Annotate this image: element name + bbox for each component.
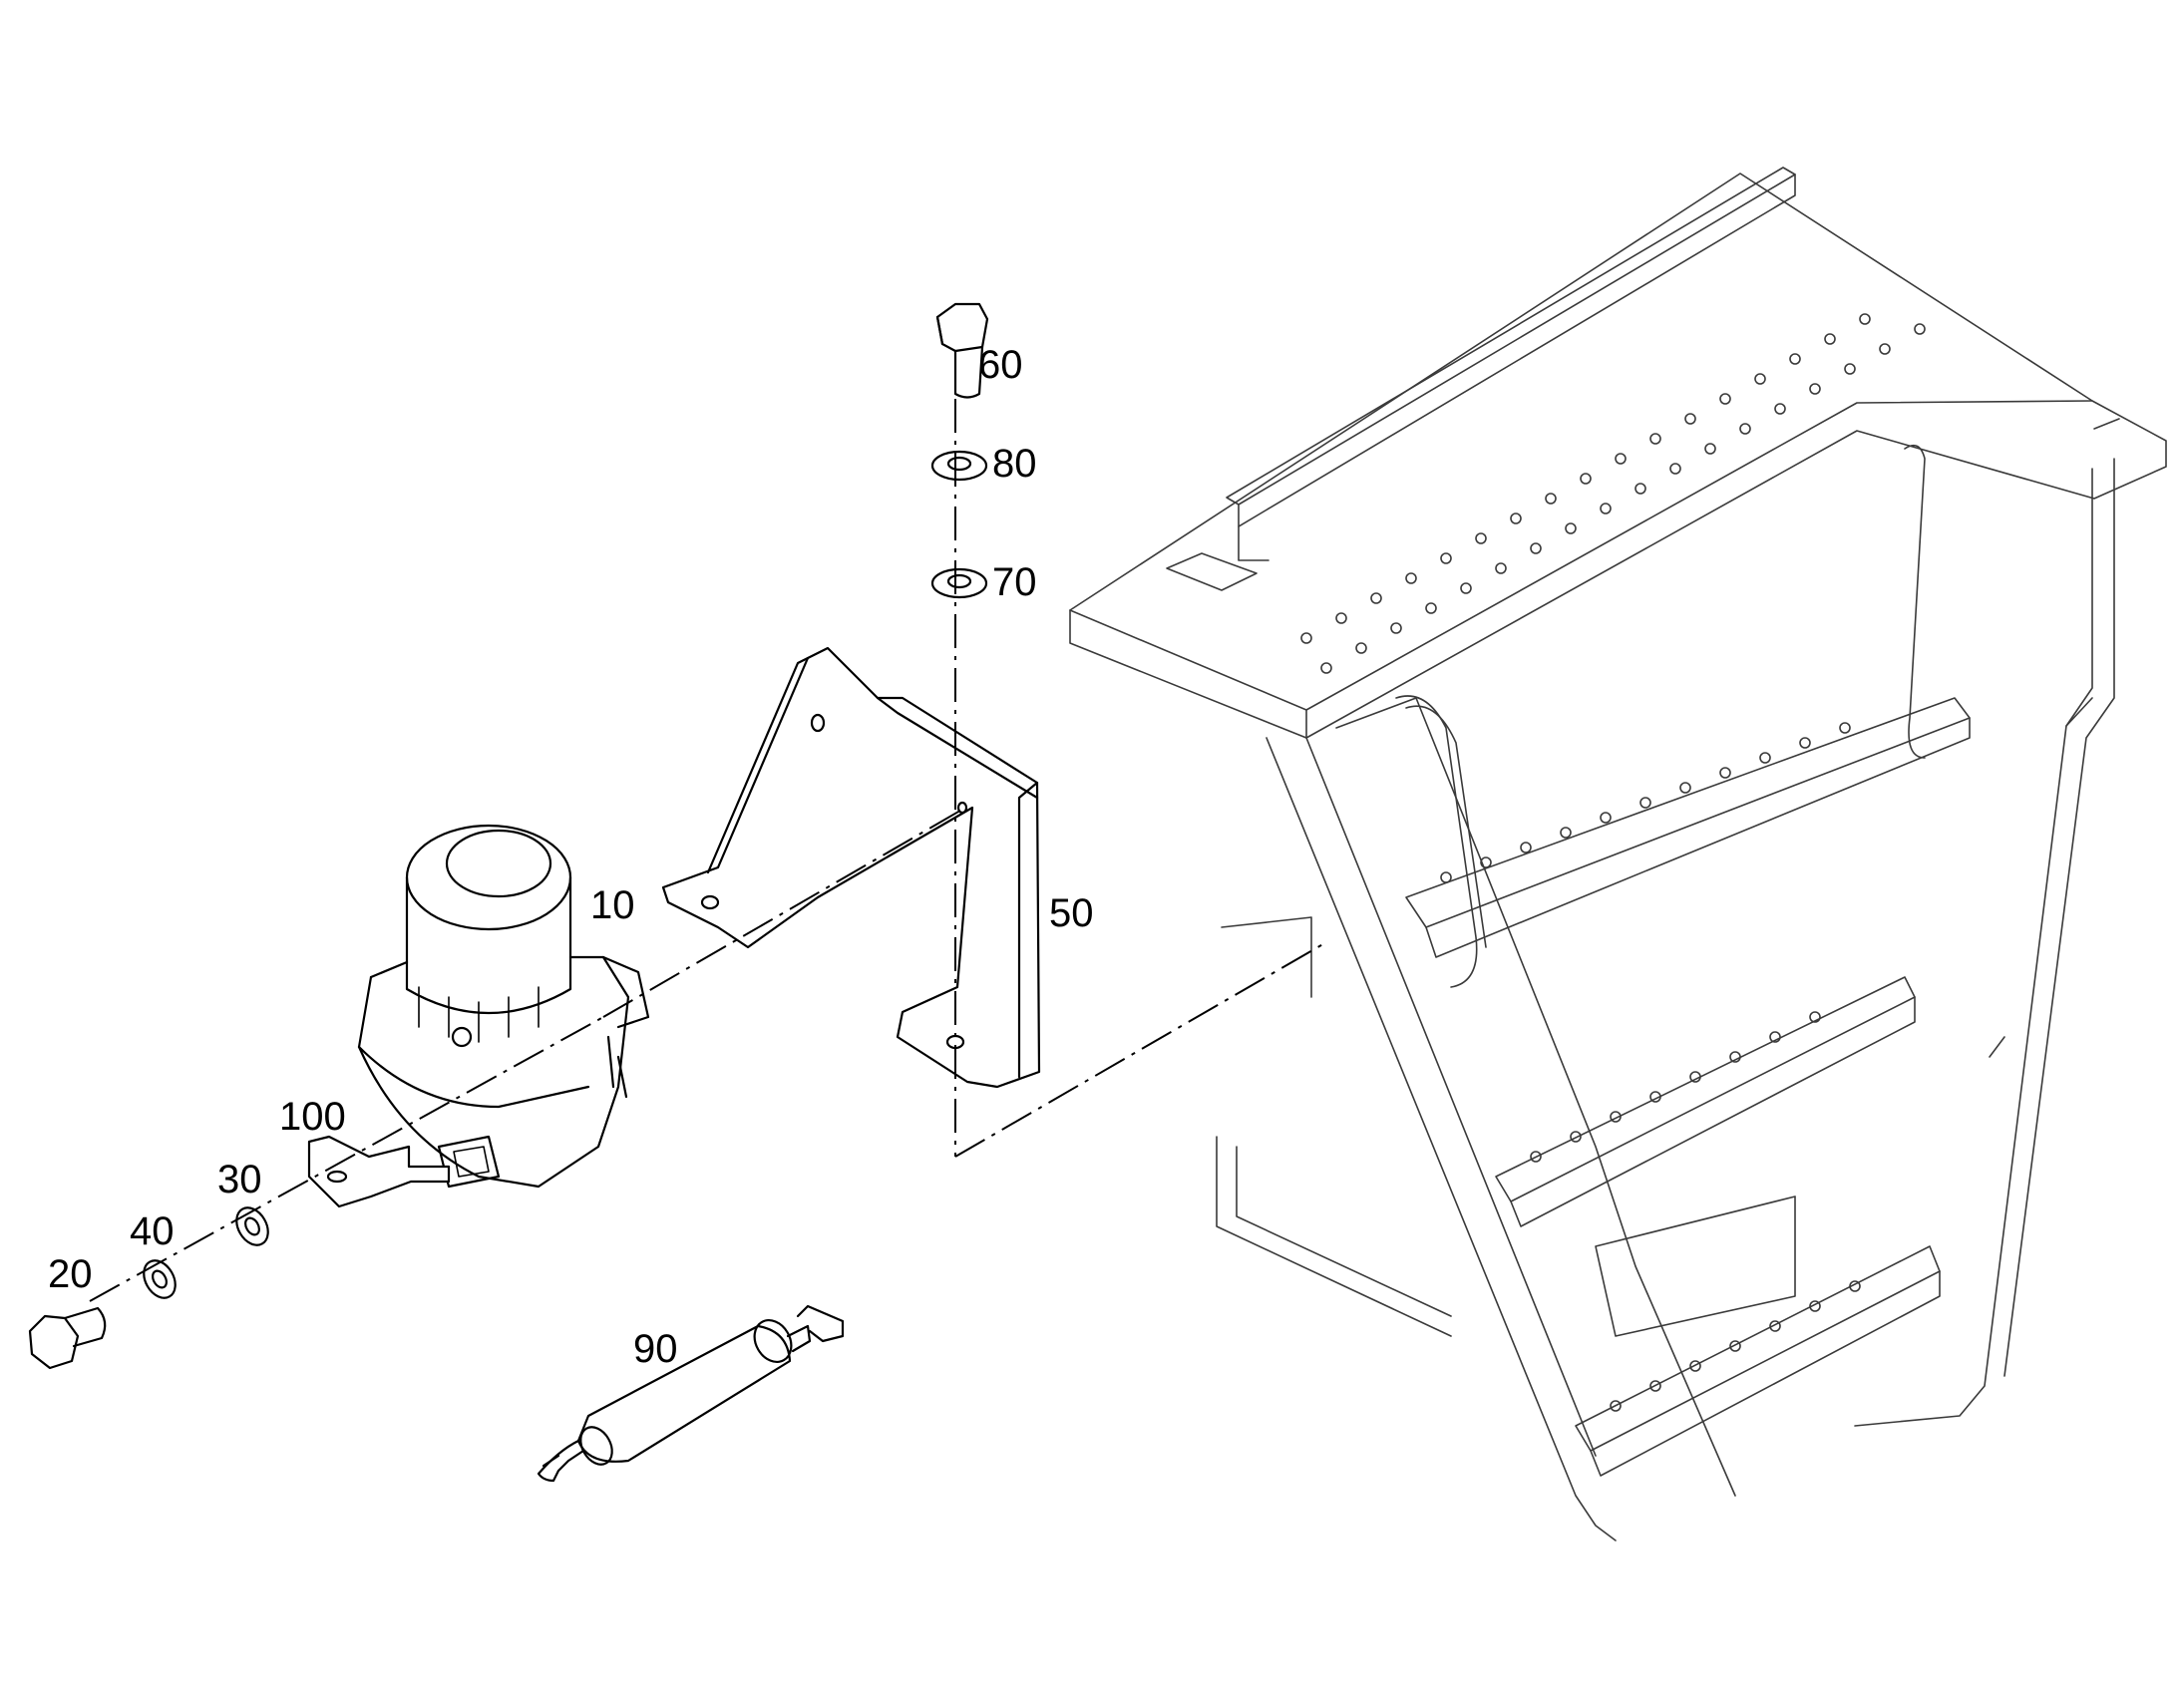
washer-80 bbox=[930, 450, 988, 482]
assembly-center-lines bbox=[89, 399, 1327, 1302]
washer-40 bbox=[143, 1259, 177, 1299]
clip-100 bbox=[307, 1135, 451, 1208]
washer-30 bbox=[235, 1206, 269, 1246]
callout-10: 10 bbox=[590, 883, 635, 927]
callout-100: 100 bbox=[279, 1095, 346, 1139]
washer-70 bbox=[930, 567, 988, 599]
step-ladder-assembly bbox=[1069, 167, 2167, 1541]
pump-assembly-10 bbox=[357, 824, 650, 1189]
callout-70: 70 bbox=[992, 560, 1037, 604]
bracket-50 bbox=[661, 646, 1041, 1089]
callout-40: 40 bbox=[130, 1209, 175, 1253]
callout-60: 60 bbox=[978, 343, 1023, 387]
callout-20: 20 bbox=[48, 1252, 93, 1296]
bolt-20 bbox=[28, 1306, 107, 1370]
callout-90: 90 bbox=[633, 1327, 678, 1371]
grease-gun-90 bbox=[537, 1304, 845, 1483]
callout-30: 30 bbox=[217, 1158, 262, 1201]
bolt-60 bbox=[935, 302, 989, 399]
callout-50: 50 bbox=[1049, 891, 1094, 935]
callout-80: 80 bbox=[992, 442, 1037, 486]
